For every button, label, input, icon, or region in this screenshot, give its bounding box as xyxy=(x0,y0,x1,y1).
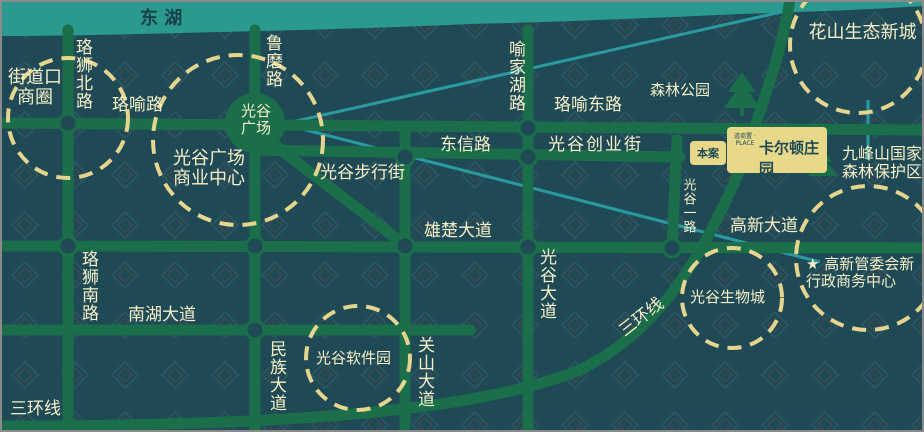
zone-jiedaokou xyxy=(6,56,130,180)
node xyxy=(57,235,79,257)
road-guanggu-1st xyxy=(666,134,683,254)
node xyxy=(517,117,539,139)
road-label-lumo: 鲁磨路 xyxy=(262,34,283,88)
node xyxy=(244,235,266,257)
teal-line-2 xyxy=(282,8,791,126)
project-name: 卡尔顿庄园 xyxy=(759,139,820,178)
zone-huashan-label: 花山生态新城 xyxy=(808,22,917,43)
zone-jiufeng-label: 九峰山国家森林保护区 xyxy=(841,144,922,181)
road-label-nanhu: 南湖大道 xyxy=(128,305,196,325)
zone-commercial xyxy=(151,53,325,227)
node xyxy=(394,146,416,168)
project-badge: 本案 xyxy=(690,141,726,165)
zone-biocity xyxy=(680,246,784,350)
road-label-luoyu-east: 珞喻东路 xyxy=(554,95,622,115)
zone-biocity-label: 光谷生物城 xyxy=(690,288,766,306)
road-label-luoyu: 珞喻路 xyxy=(112,95,163,115)
project-logo: 道商置 · PLACE xyxy=(734,133,756,148)
road-chuangye xyxy=(249,144,686,163)
senlin-park-label: 森林公园 xyxy=(650,81,711,99)
zone-huashan xyxy=(788,0,924,115)
lake-label: 东 湖 xyxy=(140,8,183,29)
road-xiongchu xyxy=(0,240,924,254)
road-label-dongxin: 东信路 xyxy=(440,135,491,155)
road-label-luoshi-north: 珞狮北路 xyxy=(72,38,93,110)
road-label-guanshan: 关山大道 xyxy=(414,336,435,408)
road-gaoxin-diag xyxy=(249,124,411,251)
road-label-yujia: 喻家湖路 xyxy=(505,40,526,112)
road-third-ring xyxy=(0,0,796,432)
road-label-guanggu-1st: 光谷一路 xyxy=(680,178,696,234)
gaoxin-committee-label: ★ 高新管委会新行政商务中心 xyxy=(806,255,915,290)
project-label: 道商置 · PLACE 卡尔顿庄园 xyxy=(727,127,827,178)
node xyxy=(517,146,539,168)
east-lake xyxy=(0,0,924,36)
road-label-third-ring-left: 三环线 xyxy=(10,399,61,419)
road-label-luoshi-south: 珞狮南路 xyxy=(78,250,99,322)
node xyxy=(661,237,683,259)
node xyxy=(517,236,539,258)
road-label-chuangye: 光谷创业街 xyxy=(548,135,643,155)
guanggu-square-label: 光谷广场 xyxy=(240,102,271,137)
road-label-gaoxin: 高新大道 xyxy=(730,216,798,236)
node xyxy=(244,319,266,341)
tree-icon xyxy=(724,72,760,116)
road-label-walk: 光谷步行街 xyxy=(320,163,405,183)
road-label-xiongchu: 雄楚大道 xyxy=(424,221,492,241)
node xyxy=(57,112,79,134)
node xyxy=(394,235,416,257)
road-label-guanggu-ave: 光谷大道 xyxy=(536,248,557,320)
road-label-minzu: 民族大道 xyxy=(266,340,287,412)
guanggu-square-node xyxy=(225,93,285,153)
zone-jiedaokou-label: 街道口商圈 xyxy=(8,67,62,109)
zone-software xyxy=(304,304,412,412)
zone-commercial-label: 光谷广场商业中心 xyxy=(173,148,245,190)
zone-software-label: 光谷软件园 xyxy=(316,349,392,367)
